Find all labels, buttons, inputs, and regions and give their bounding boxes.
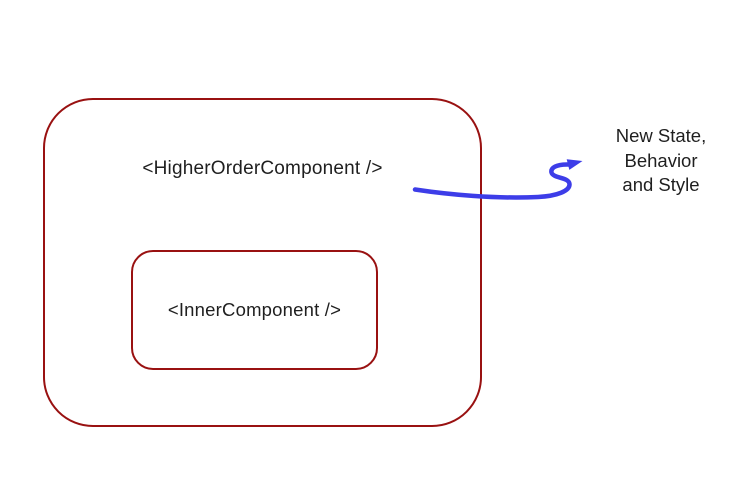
annotation-line-2: Behavior: [624, 149, 698, 171]
inner-component-label: <InnerComponent />: [167, 299, 342, 320]
higher-order-component-label: <HigherOrderComponent />: [142, 158, 383, 179]
annotation-text: New State, Behavior and Style: [586, 124, 736, 198]
arrowhead-icon: [566, 159, 583, 170]
annotation-line-1: New State,: [615, 125, 707, 146]
annotation-line-3: and Style: [622, 174, 700, 195]
inner-component-box: <InnerComponent />: [131, 250, 378, 370]
higher-order-component-box: [43, 98, 482, 427]
